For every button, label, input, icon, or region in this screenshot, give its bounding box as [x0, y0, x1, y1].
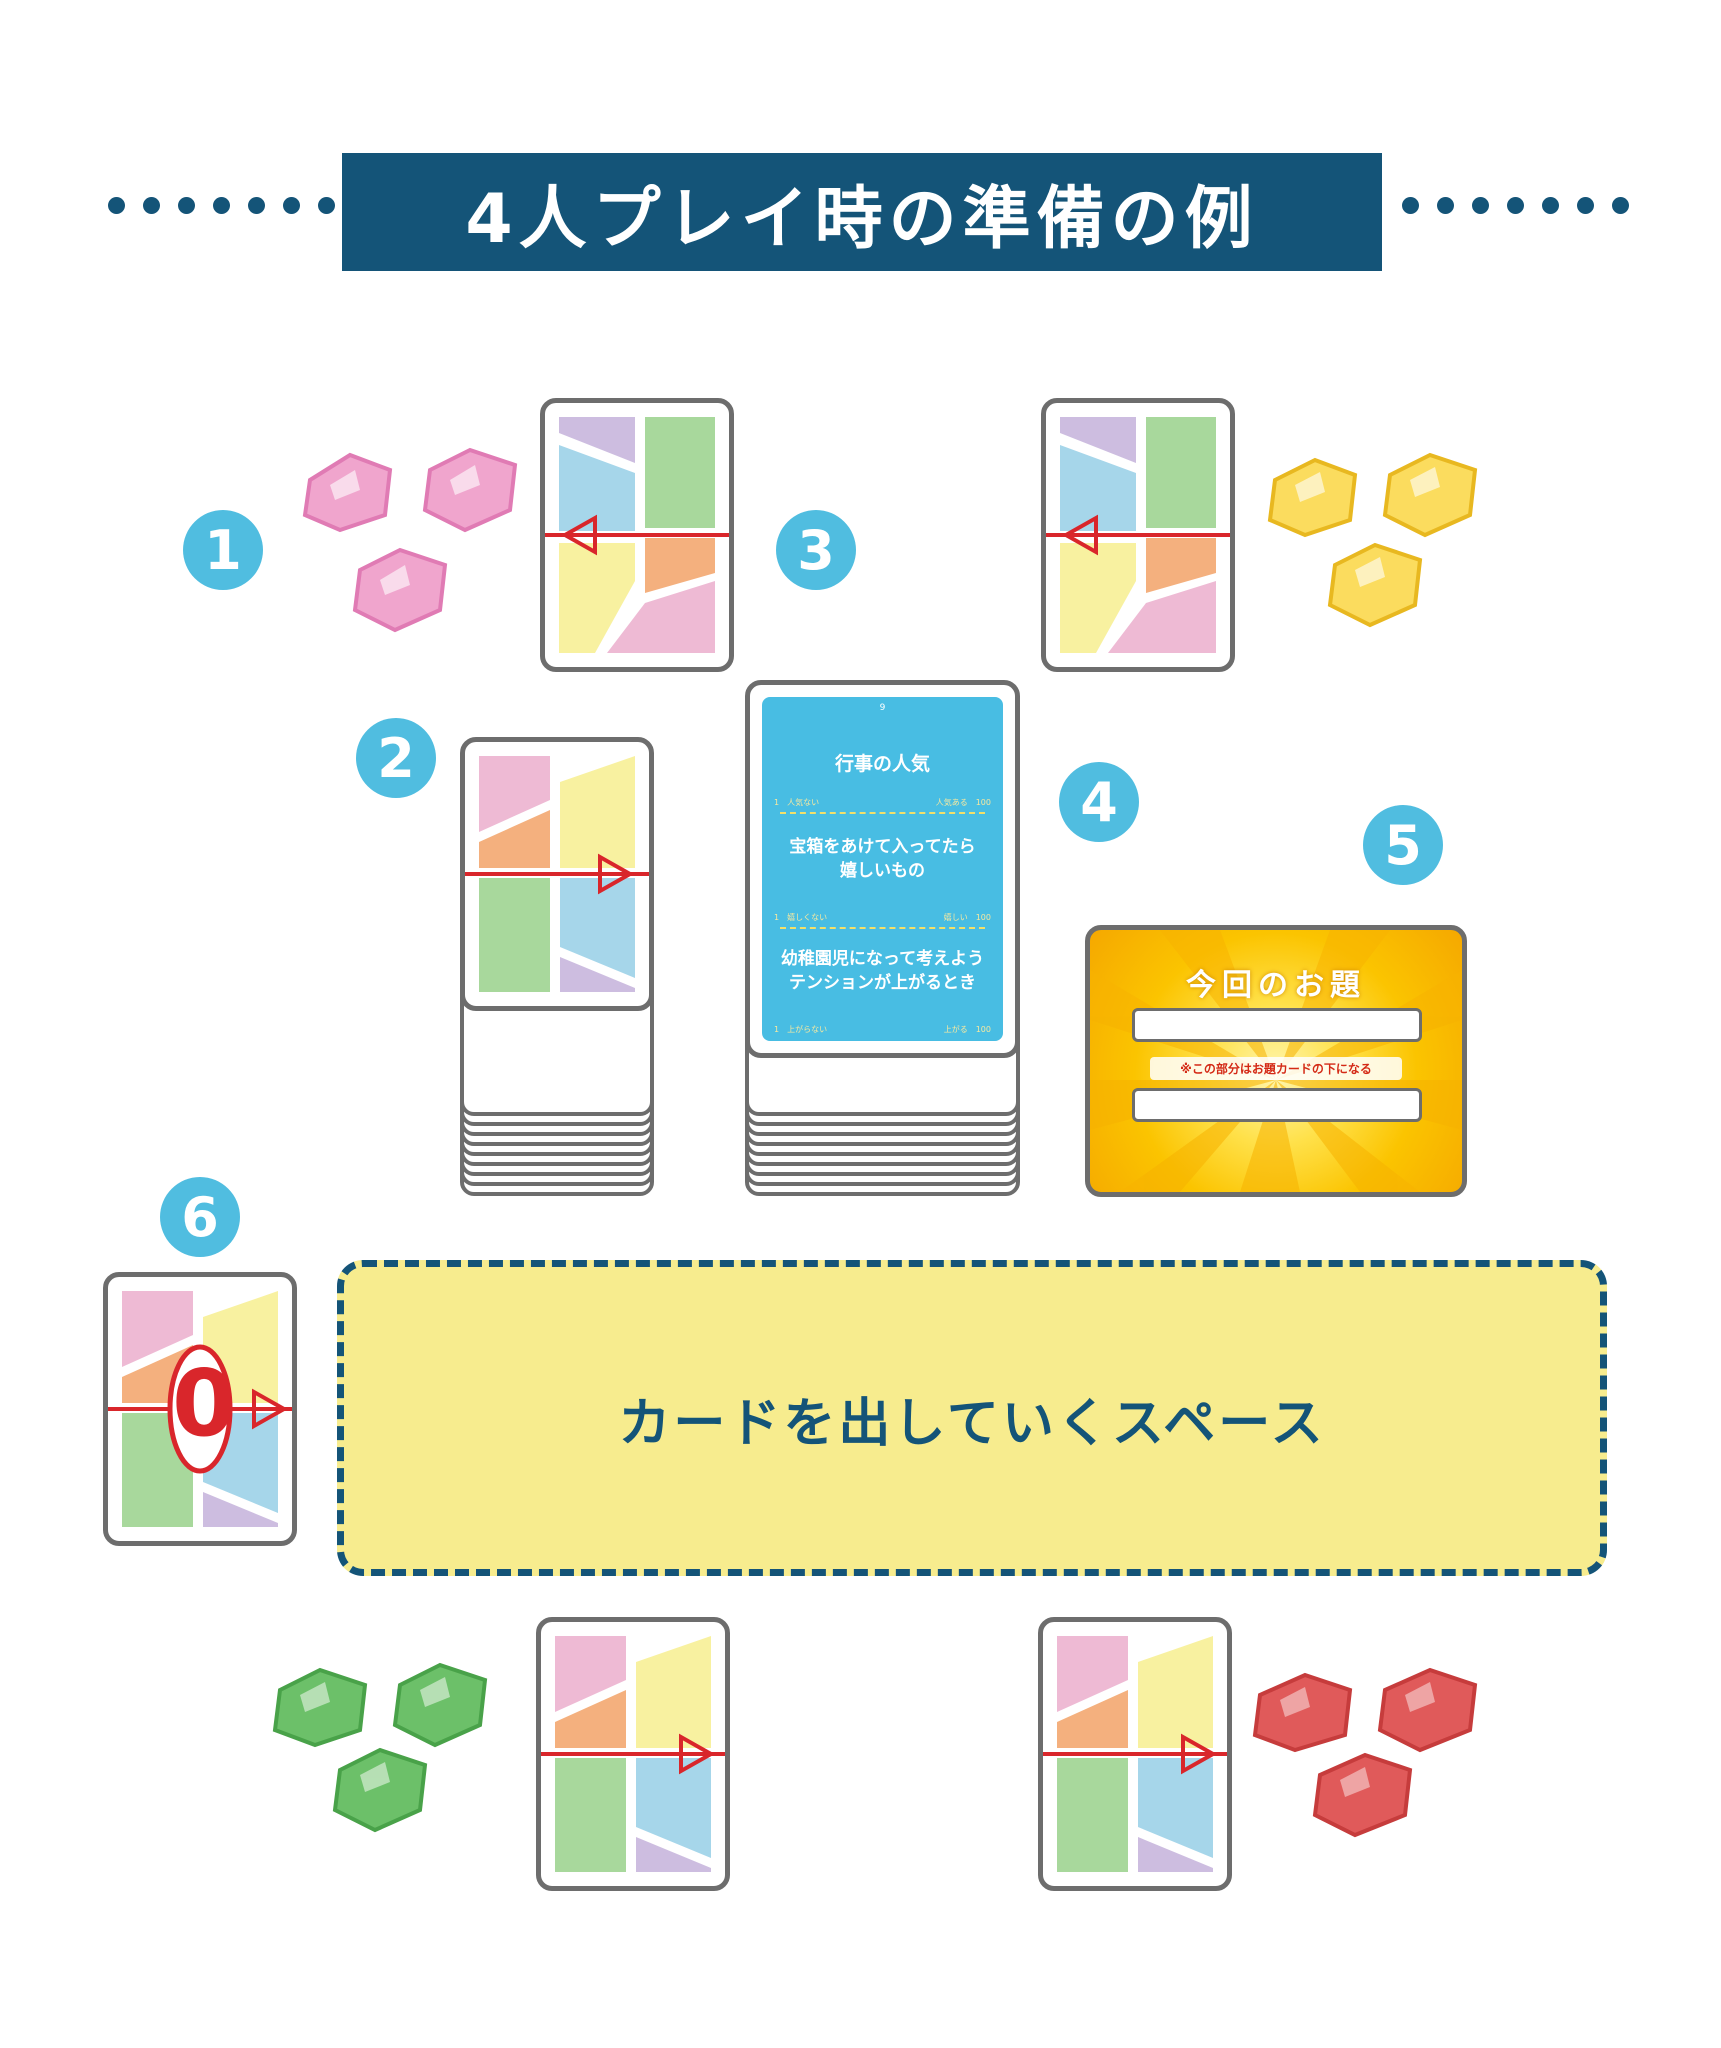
number-card-top[interactable]: [460, 737, 654, 1011]
theme-board-title: 今回のお題: [1186, 968, 1366, 1003]
zero-card-value: 0: [172, 1350, 237, 1457]
player-card-bottom-left[interactable]: [536, 1617, 730, 1891]
step-badge-2: 2: [356, 718, 436, 798]
green-crystals: [272, 1662, 488, 1833]
divider-1: [780, 812, 985, 814]
topic-2: 宝箱をあけて入ってたら 嬉しいもの: [789, 837, 976, 881]
play-space-label: カードを出していくスペース: [618, 1393, 1326, 1454]
red-crystals: [1252, 1667, 1478, 1838]
theme-field-bottom: [1132, 1088, 1422, 1122]
step-badge-6: 6: [160, 1177, 240, 1257]
zero-card[interactable]: 0: [103, 1272, 297, 1546]
title-dots-right: [1402, 197, 1629, 214]
divider-2: [780, 927, 985, 929]
step-badge-1: 1: [183, 510, 263, 590]
theme-board-note: ※この部分はお題カードの下になる: [1150, 1057, 1402, 1080]
theme-board: 今回のお題 ※この部分はお題カードの下になる: [1085, 925, 1467, 1197]
player-card-top-left[interactable]: [540, 398, 734, 672]
scale-1: 1 人気ない人気ある 100: [774, 798, 991, 807]
step-badge-5: 5: [1363, 805, 1443, 885]
scale-2: 1 嬉しくない嬉しい 100: [774, 913, 991, 922]
topic-1: 行事の人気: [834, 753, 930, 775]
pink-crystals: [302, 447, 518, 633]
scale-3: 1 上がらない上がる 100: [774, 1025, 991, 1034]
play-space[interactable]: カードを出していくスペース: [337, 1260, 1607, 1576]
theme-field-top: [1132, 1008, 1422, 1042]
step-badge-3: 3: [776, 510, 856, 590]
title-dots-left: [108, 197, 335, 214]
yellow-crystals: [1267, 452, 1478, 628]
step-badge-4: 4: [1059, 762, 1139, 842]
player-card-bottom-right[interactable]: [1038, 1617, 1232, 1891]
page-title: 4人プレイ時の準備の例: [342, 153, 1382, 271]
topic-card-top[interactable]: 9 行事の人気 1 人気ない人気ある 100 宝箱をあけて入ってたら 嬉しいもの…: [745, 680, 1020, 1058]
topic-3: 幼稚園児になって考えよう テンションが上がるとき: [780, 949, 985, 993]
player-card-top-right[interactable]: [1041, 398, 1235, 672]
topic-card-number: 9: [879, 703, 886, 713]
